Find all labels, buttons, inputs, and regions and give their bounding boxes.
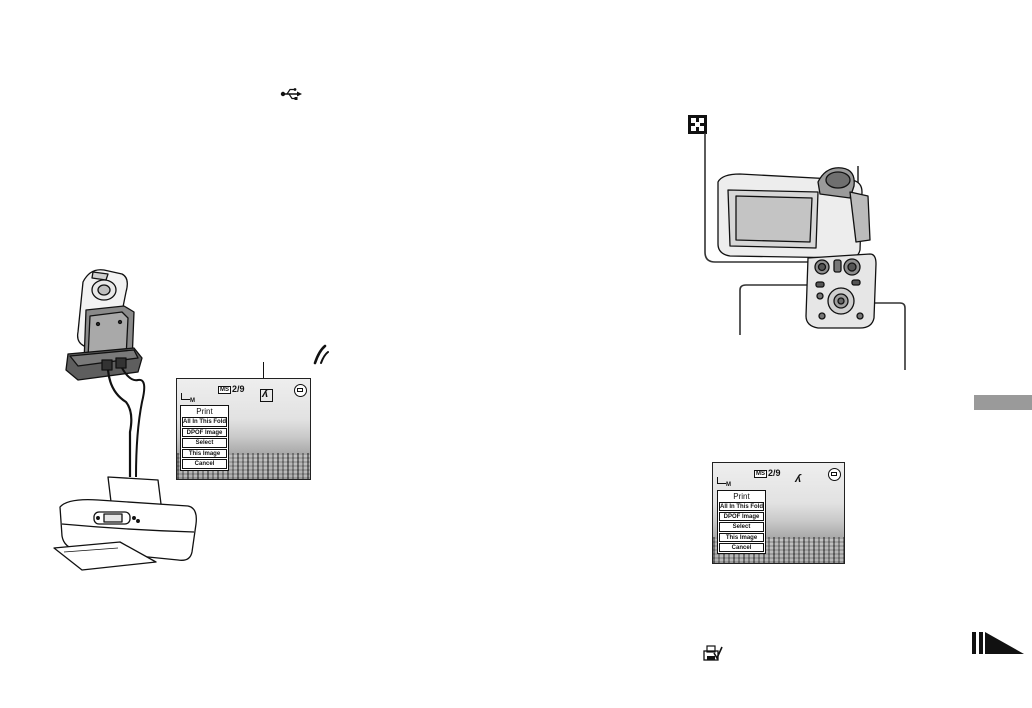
menu-item-select[interactable]: Select xyxy=(182,438,227,448)
print-menu: Print All In This Folder DPOF Image Sele… xyxy=(180,405,229,471)
pictbridge-icon: ʎ xyxy=(795,473,802,485)
index-icon xyxy=(688,115,707,134)
menu-item-cancel[interactable]: Cancel xyxy=(719,542,764,553)
print-menu-title: Print xyxy=(733,492,750,501)
image-size-icon: M xyxy=(181,391,195,404)
image-size-icon: M xyxy=(717,475,731,488)
menu-item-select[interactable]: Select xyxy=(719,522,764,532)
camera-back-illustration xyxy=(704,133,906,370)
menu-item-this-image[interactable]: This Image xyxy=(182,448,227,459)
continued-arrow-icon xyxy=(972,632,1024,654)
print-menu: Print All In This Folder DPOF Image Sele… xyxy=(717,490,766,554)
dpof-print-icon xyxy=(703,645,723,661)
section-tab xyxy=(974,395,1032,410)
callout-line xyxy=(263,362,264,389)
pictbridge-icon xyxy=(313,344,329,365)
menu-item-this-image[interactable]: This Image xyxy=(719,532,764,542)
pictbridge-icon: ʎ xyxy=(262,388,269,400)
battery-icon xyxy=(294,384,307,397)
menu-item-dpof-image[interactable]: DPOF Image xyxy=(182,427,227,438)
usb-icon xyxy=(280,88,302,100)
camera-cradle-printer-illustration xyxy=(53,269,197,571)
menu-item-all-in-folder[interactable]: All In This Folder xyxy=(182,417,227,427)
menu-item-cancel[interactable]: Cancel xyxy=(182,459,227,469)
menu-item-all-in-folder[interactable]: All In This Folder xyxy=(719,502,764,512)
print-menu-title: Print xyxy=(196,407,213,416)
menu-item-dpof-image[interactable]: DPOF Image xyxy=(719,512,764,522)
battery-icon xyxy=(828,468,841,481)
pictbridge-highlight-box xyxy=(260,389,273,402)
